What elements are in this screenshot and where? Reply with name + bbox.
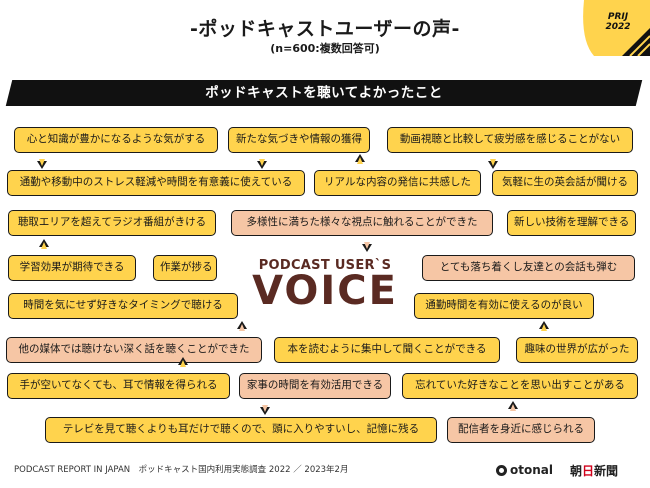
- otonal-mark-icon: [496, 464, 507, 476]
- voice-bubble-text: 気軽に生の英会話が聞ける: [502, 176, 628, 188]
- voice-bubble-text: 本を読むように集中して聞くことができる: [287, 343, 487, 355]
- voice-bubble-text: テレビを見て聴くよりも耳だけで聴くので、頭に入りやすいし、記憶に残る: [62, 423, 420, 435]
- footer-source: PODCAST REPORT IN JAPAN ポッドキャスト国内利用実態調査 …: [14, 465, 349, 475]
- voice-bubble: 趣味の世界が広がった: [516, 321, 638, 363]
- badge-line-1: PRIJ: [607, 12, 629, 22]
- voice-bubble: 作業が捗る: [153, 255, 217, 281]
- voice-subheading: PODCAST USER`S: [258, 258, 392, 273]
- voice-heading: VOICE: [252, 268, 398, 314]
- voice-bubble: 動画視聴と比較して疲労感を感じることがない: [387, 127, 633, 169]
- voice-bubble-text: 新しい技術を理解できる: [514, 216, 630, 228]
- voice-bubble: 新たな気づきや情報の獲得: [228, 127, 370, 169]
- voice-bubble-text: 配信者を身近に感じられる: [458, 423, 584, 435]
- voice-bubble-text: 新たな気づきや情報の獲得: [236, 133, 362, 145]
- badge-line-2: 2022: [605, 22, 631, 32]
- voice-bubble-text: 時間を気にせず好きなタイミングで聴ける: [23, 299, 223, 311]
- voice-bubble-text: 趣味の世界が広がった: [524, 343, 630, 355]
- section-banner-text: ポッドキャストを聴いてよかったこと: [205, 85, 443, 101]
- asahi-logo-text-2: 日: [582, 464, 595, 478]
- voice-bubble: 通勤時間を有効に使えるのが良い: [414, 293, 594, 319]
- voice-bubble-text: 動画視聴と比較して疲労感を感じることがない: [399, 133, 621, 145]
- voice-bubble: 手が空いてなくても、耳で情報を得られる: [7, 357, 230, 399]
- voice-bubble: 家事の時間を有効活用できる: [239, 373, 391, 415]
- voice-bubble-text: 通勤や移動中のストレス軽減や時間を有意義に使えている: [19, 176, 293, 188]
- voice-bubble: 時間を気にせず好きなタイミングで聴ける: [8, 293, 238, 319]
- asahi-logo-text-3: 新聞: [594, 464, 619, 478]
- voice-bubble: 聴取エリアを超えてラジオ番組がきける: [8, 210, 216, 236]
- report-badge: PRIJ 2022: [574, 0, 650, 57]
- voice-bubble: 気軽に生の英会話が聞ける: [492, 170, 638, 196]
- voice-bubble: 忘れていた好きなことを思い出すことがある: [402, 373, 638, 399]
- voice-bubble-text: 手が空いてなくても、耳で情報を得られる: [19, 379, 218, 391]
- voice-bubble: 通勤や移動中のストレス軽減や時間を有意義に使えている: [7, 170, 305, 196]
- voice-bubble-text: 忘れていた好きなことを思い出すことがある: [415, 379, 625, 391]
- badge-shape-icon: [583, 0, 650, 57]
- voice-bubble: 多様性に満ちた様々な視点に触れることができた: [231, 210, 493, 252]
- voice-bubble-text: 学習効果が期待できる: [19, 261, 125, 273]
- voice-bubble-text: リアルな内容の発信に共感した: [324, 176, 471, 188]
- voice-bubble-text: 心と知識が豊かになるような気がする: [26, 133, 206, 145]
- voice-bubble: 本を読むように集中して聞くことができる: [274, 337, 500, 363]
- otonal-logo-text: otonal: [510, 463, 553, 477]
- voice-bubble: 新しい技術を理解できる: [507, 210, 636, 236]
- page-title: -ポッドキャストユーザーの声-: [190, 18, 460, 40]
- voice-bubble: リアルな内容の発信に共感した: [314, 154, 481, 196]
- voice-bubble-text: 家事の時間を有効活用できる: [246, 379, 384, 391]
- voice-bubble: 他の媒体では聴けない深く話を聴くことができた: [6, 321, 262, 363]
- voice-bubble-text: 通勤時間を有効に使えるのが良い: [425, 299, 583, 311]
- asahi-logo-text-1: 朝: [570, 464, 583, 478]
- voice-bubble-text: 作業が捗る: [160, 261, 213, 273]
- voice-bubble: とても落ち着くし友達との会話も弾む: [422, 255, 635, 281]
- voice-bubble-text: 聴取エリアを超えてラジオ番組がきける: [17, 216, 207, 228]
- voice-bubble: 学習効果が期待できる: [8, 239, 136, 281]
- voice-bubble-text: 多様性に満ちた様々な視点に触れることができた: [246, 216, 478, 228]
- asahi-logo: 朝日新聞: [570, 462, 618, 479]
- voice-bubble: 心と知識が豊かになるような気がする: [14, 127, 218, 169]
- voice-bubble-text: とても落ち着くし友達との会話も弾む: [439, 261, 618, 273]
- page-subtitle: (n=600:複数回答可): [270, 42, 380, 55]
- voice-bubble: テレビを見て聴くよりも耳だけで聴くので、頭に入りやすいし、記憶に残る: [45, 417, 437, 443]
- voice-bubble-text: 他の媒体では聴けない深く話を聴くことができた: [18, 343, 250, 355]
- voice-bubble: 配信者を身近に感じられる: [447, 401, 595, 443]
- otonal-logo: otonal: [496, 463, 553, 477]
